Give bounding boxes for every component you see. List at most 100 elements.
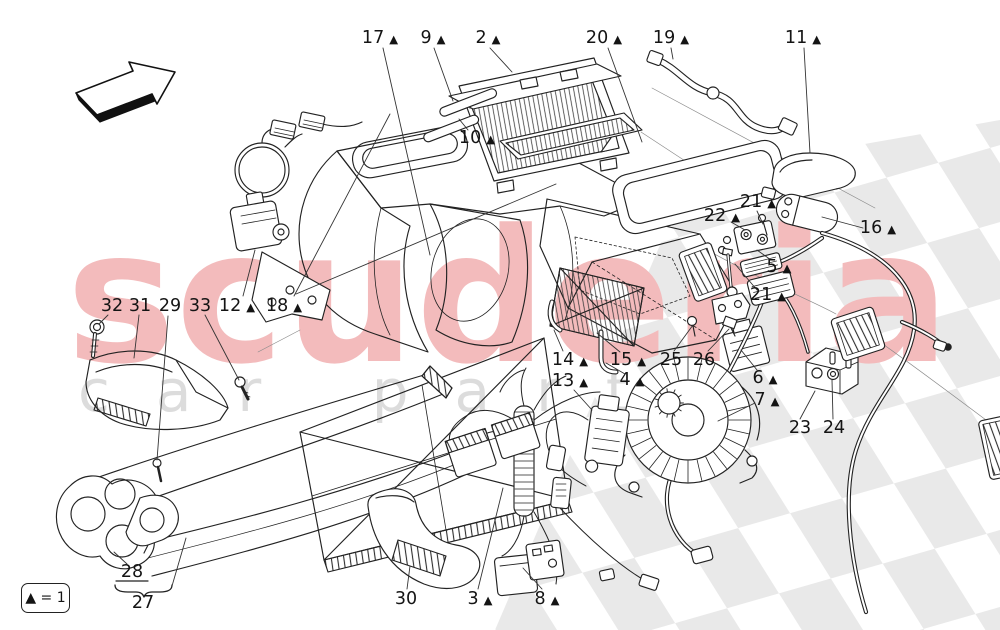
valve-bracket bbox=[711, 292, 751, 325]
quantity-triangle-icon: ▲ bbox=[777, 288, 787, 303]
leader-line bbox=[171, 537, 187, 587]
callout-26: 26 bbox=[693, 350, 715, 370]
leader-line bbox=[596, 332, 621, 353]
leader-line bbox=[98, 314, 109, 325]
pipe-stub-9 bbox=[439, 88, 498, 117]
callout-21a: 21▲ bbox=[740, 192, 776, 212]
quantity-triangle-icon: ▲ bbox=[491, 31, 501, 46]
control-module-13 bbox=[545, 394, 630, 487]
callout-number: 2 bbox=[475, 28, 487, 48]
connector-block-5 bbox=[739, 252, 796, 306]
callout-number: 30 bbox=[394, 589, 418, 609]
quantity-triangle-icon: ▲ bbox=[436, 31, 446, 46]
callout-10: 10▲ bbox=[459, 128, 495, 148]
callout-number: 3 bbox=[467, 589, 479, 609]
callout-number: 7 bbox=[754, 390, 766, 410]
twin-outlet-duct bbox=[55, 475, 179, 570]
legend-text: ▲ = 1 bbox=[25, 590, 66, 606]
quantity-triangle-icon: ▲ bbox=[767, 195, 777, 210]
quantity-triangle-icon: ▲ bbox=[768, 371, 778, 386]
quantity-triangle-icon: ▲ bbox=[389, 31, 399, 46]
leader-line bbox=[522, 567, 543, 590]
leader-line bbox=[756, 210, 764, 225]
quantity-triangle-icon: ▲ bbox=[770, 393, 780, 408]
brace-27 bbox=[114, 580, 173, 598]
callout-number: 5 bbox=[766, 257, 778, 277]
direction-arrow-icon bbox=[75, 61, 176, 123]
callout-19: 19▲ bbox=[653, 28, 689, 48]
callout-number: 28 bbox=[120, 562, 144, 582]
callout-number: 15 bbox=[609, 350, 633, 370]
callout-33: 33 bbox=[189, 296, 211, 316]
callout-number: 17 bbox=[361, 28, 385, 48]
quantity-triangle-icon: ▲ bbox=[637, 353, 647, 368]
callout-29: 29 bbox=[159, 296, 181, 316]
quantity-triangle-icon: ▲ bbox=[887, 221, 897, 236]
screw-25 bbox=[686, 315, 698, 337]
callout-number: 20 bbox=[585, 28, 609, 48]
callout-27: 27 bbox=[132, 593, 154, 613]
leader-line bbox=[607, 47, 643, 143]
seal-gasket bbox=[612, 139, 788, 235]
leader-line bbox=[204, 314, 240, 381]
quantity-triangle-icon: ▲ bbox=[293, 299, 303, 314]
callout-number: 18 bbox=[265, 296, 289, 316]
callout-8: 8▲ bbox=[535, 589, 560, 609]
bolt-32 bbox=[89, 319, 105, 358]
callout-number: 19 bbox=[652, 28, 676, 48]
callout-number: 23 bbox=[788, 418, 812, 438]
leader-line bbox=[831, 379, 834, 420]
callout-number: 25 bbox=[659, 350, 683, 370]
dashboard-frame bbox=[298, 118, 647, 353]
leader-line bbox=[605, 362, 626, 375]
quantity-triangle-icon: ▲ bbox=[550, 592, 560, 607]
side-vent-duct-31 bbox=[85, 350, 229, 431]
callout-number: 24 bbox=[822, 418, 846, 438]
leader-line bbox=[717, 402, 756, 422]
pipe-stub-10 bbox=[423, 114, 480, 143]
connector-3a bbox=[444, 427, 497, 478]
callout-4: 4▲ bbox=[620, 370, 645, 390]
callout-number: 11 bbox=[784, 28, 808, 48]
quantity-triangle-icon: ▲ bbox=[486, 131, 496, 146]
screw-33 bbox=[234, 376, 251, 401]
quantity-triangle-icon: ▲ bbox=[246, 299, 256, 314]
screw-29 bbox=[152, 458, 163, 483]
hoses-and-cables bbox=[547, 56, 947, 615]
actuator-bracket bbox=[251, 251, 331, 323]
leader-line bbox=[242, 249, 256, 297]
main-harness bbox=[444, 367, 660, 597]
callout-number: 22 bbox=[703, 206, 727, 226]
callout-22: 22▲ bbox=[704, 206, 740, 226]
leader-line bbox=[730, 221, 746, 231]
footwell-duct-30 bbox=[367, 488, 481, 590]
callout-20: 20▲ bbox=[586, 28, 622, 48]
leader-line bbox=[740, 349, 758, 371]
callout-31: 31 bbox=[129, 296, 151, 316]
leader-line bbox=[489, 47, 513, 73]
callout-7: 7▲ bbox=[755, 390, 780, 410]
outlet-collar-28 bbox=[125, 494, 179, 554]
callout-13: 13▲ bbox=[552, 371, 588, 391]
leader-line bbox=[433, 47, 454, 102]
washer-rings bbox=[717, 235, 732, 255]
leader-line bbox=[803, 47, 811, 154]
nut-24 bbox=[826, 367, 840, 381]
leader-lines bbox=[98, 47, 864, 590]
mid-connector bbox=[598, 568, 616, 582]
callout-12: 12▲ bbox=[219, 296, 255, 316]
sensor-26 bbox=[722, 315, 738, 337]
harness-16-terminals bbox=[690, 339, 952, 565]
callout-2: 2▲ bbox=[476, 28, 501, 48]
callout-3: 3▲ bbox=[468, 589, 493, 609]
inline-connector-a bbox=[545, 444, 567, 472]
callout-9: 9▲ bbox=[421, 28, 446, 48]
callout-number: 16 bbox=[859, 218, 883, 238]
leader-line bbox=[293, 113, 391, 297]
callout-16: 16 ▲ bbox=[860, 218, 896, 238]
callout-number: 4 bbox=[619, 370, 631, 390]
callout-number: 27 bbox=[131, 593, 155, 613]
leader-line bbox=[458, 118, 469, 131]
